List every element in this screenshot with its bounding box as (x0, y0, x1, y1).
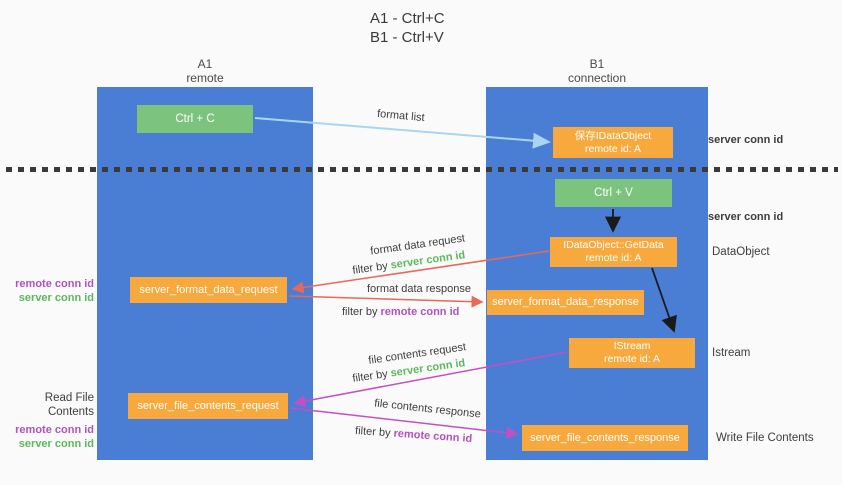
save-idataobject-line2: remote id: A (584, 142, 642, 155)
filter-by-remote-conn-id-label-2: filter by remote conn id (354, 424, 473, 446)
right-column-name: B1 (589, 57, 605, 71)
node-server-format-data-request: server_format_data_request (130, 277, 287, 303)
remote-conn-id-left-1: remote conn id (15, 278, 94, 290)
format-data-response-arrow (288, 295, 484, 308)
format-list-label: format list (376, 107, 426, 125)
filter-by-server-conn-id-label-1: filter by server conn id (351, 249, 467, 277)
diagram-title: A1 - Ctrl+C B1 - Ctrl+V (370, 9, 445, 47)
server-format-data-response-label: server_format_data_response (492, 296, 639, 308)
file-contents-response-label: file contents response (373, 397, 482, 421)
node-server-file-contents-response: server_file_contents_response (522, 425, 688, 451)
left-column-name: A1 (197, 57, 213, 71)
filter-by-remote-conn-id-label-1: filter by remote conn id (342, 306, 460, 318)
title-line1: A1 - Ctrl+C (370, 10, 445, 27)
istream-side-label: Istream (712, 347, 751, 359)
getdata-line1: IDataObject::GetData (563, 239, 664, 251)
dotted-divider-line (6, 167, 838, 172)
node-save-idataobject: 保存IDataObject remote id: A (553, 127, 673, 158)
server-conn-id-left-1: server conn id (18, 292, 94, 304)
format-data-response-label: format data response (367, 283, 471, 295)
left-column-role: remote (186, 71, 224, 85)
getdata-line2: remote id: A (585, 252, 642, 264)
dataobject-label: DataObject (712, 246, 770, 258)
server-file-contents-request-label: server_file_contents_request (137, 399, 279, 412)
read-file-contents-block: Read File Contents remote conn id server… (2, 391, 94, 451)
conn-id-stack-1: remote conn id server conn id (2, 277, 94, 305)
left-column-header: A1 remote (97, 57, 313, 85)
ctrl-c-label: Ctrl + C (175, 113, 215, 125)
server-conn-id-right-top: server conn id (708, 134, 784, 146)
node-ctrl-c: Ctrl + C (137, 105, 253, 133)
ctrl-v-label: Ctrl + V (594, 187, 633, 199)
node-istream: IStream remote id: A (569, 338, 695, 368)
remote-conn-id-left-2: remote conn id (15, 424, 94, 436)
server-format-data-request-label: server_format_data_request (139, 283, 278, 296)
server-conn-id-right-mid: server conn id (708, 211, 784, 223)
node-ctrl-v: Ctrl + V (555, 179, 672, 207)
title-line2: B1 - Ctrl+V (370, 29, 444, 46)
right-column-role: connection (567, 71, 627, 85)
istream-line1: IStream (613, 340, 651, 352)
server-file-contents-response-label: server_file_contents_response (530, 431, 680, 444)
read-file-contents-label: Read File Contents (44, 392, 94, 418)
node-server-format-data-response: server_format_data_response (487, 290, 644, 315)
node-server-file-contents-request: server_file_contents_request (128, 393, 288, 419)
istream-line2: remote id: A (603, 353, 661, 365)
server-conn-id-left-2: server conn id (18, 438, 94, 450)
save-idataobject-line1: 保存IDataObject (574, 129, 652, 142)
write-file-contents-label: Write File Contents (716, 432, 814, 444)
node-idataobject-getdata: IDataObject::GetData remote id: A (550, 237, 677, 267)
right-column-header: B1 connection (486, 57, 708, 85)
